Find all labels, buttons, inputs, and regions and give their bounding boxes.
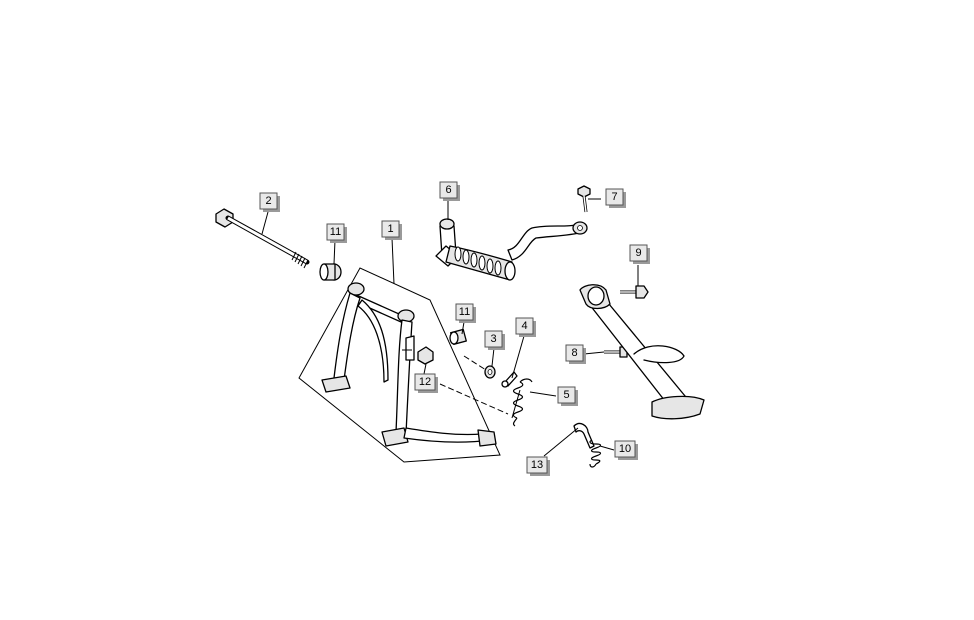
svg-text:3: 3 — [490, 333, 496, 345]
svg-text:6: 6 — [445, 184, 451, 196]
svg-text:2: 2 — [265, 195, 271, 207]
leader-lines — [261, 198, 639, 457]
callout-7: 7 — [605, 188, 626, 208]
callout-4: 4 — [515, 317, 536, 337]
callout-11-lower: 11 — [455, 303, 476, 323]
side-stand-spring — [589, 439, 602, 468]
svg-text:11: 11 — [330, 226, 341, 238]
callout-2: 2 — [259, 192, 280, 212]
callout-13: 13 — [526, 456, 550, 476]
bushing-upper — [319, 263, 342, 281]
stand-spring — [511, 378, 533, 427]
svg-text:4: 4 — [521, 320, 527, 332]
cotter-pin — [501, 371, 518, 388]
callout-12: 12 — [414, 373, 438, 393]
svg-text:13: 13 — [531, 459, 543, 471]
svg-text:10: 10 — [619, 443, 631, 455]
svg-text:1: 1 — [387, 223, 393, 235]
svg-text:5: 5 — [563, 389, 569, 401]
callout-1: 1 — [381, 220, 402, 240]
callout-11-upper: 11 — [326, 223, 347, 243]
callout-5: 5 — [557, 386, 578, 406]
callout-9: 9 — [629, 244, 650, 264]
centre-stand — [321, 282, 497, 447]
side-stand-pivot-bolt — [620, 285, 649, 299]
side-stand — [579, 284, 705, 420]
svg-text:8: 8 — [571, 347, 577, 359]
callout-3: 3 — [484, 330, 505, 350]
callout-10: 10 — [614, 440, 638, 460]
svg-text:12: 12 — [419, 376, 431, 388]
washer — [484, 365, 496, 379]
stand-spring-hook — [573, 422, 595, 449]
callout-6: 6 — [439, 181, 460, 201]
kick-starter-lever — [435, 218, 588, 281]
stand-shaft-bolt — [215, 208, 310, 269]
svg-text:7: 7 — [611, 191, 617, 203]
lever-bolt — [577, 185, 591, 213]
bushing-lower — [449, 328, 467, 345]
callout-8: 8 — [565, 344, 586, 364]
stand-nut — [417, 346, 434, 365]
svg-text:9: 9 — [635, 247, 641, 259]
svg-text:11: 11 — [459, 306, 470, 318]
